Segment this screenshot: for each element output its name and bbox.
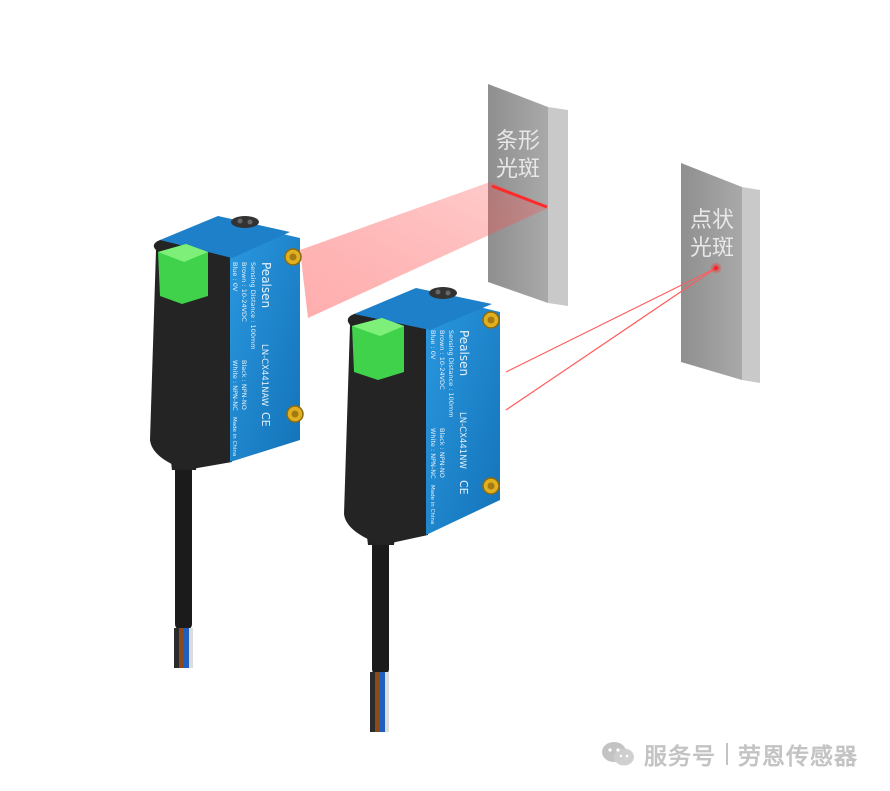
watermark-company: 劳恩传感器 — [738, 744, 858, 770]
cable — [372, 505, 389, 675]
indicator-light — [158, 244, 208, 304]
board-front — [488, 84, 548, 303]
target-board-point-spot: 点状 光斑 — [681, 163, 760, 383]
board-label-line1: 点状 — [690, 208, 734, 233]
sensor-face — [426, 294, 500, 535]
black-wire-label: Black : NPN-NO — [438, 428, 446, 478]
brown-wire-label: Brown : 10-24VDC — [240, 262, 248, 322]
blue-wire-label: Blue : 0V — [429, 330, 437, 360]
brand-label: Pealsen — [259, 262, 273, 308]
sensor-face — [230, 222, 300, 462]
line-laser-beam — [300, 182, 548, 318]
board-side — [548, 107, 568, 306]
watermark: 服务号 劳恩传感器 — [600, 736, 870, 772]
made-label: Made in China — [231, 417, 237, 456]
watermark-divider — [726, 743, 728, 765]
cable — [175, 430, 192, 630]
sensor-right: Pealsen Sensing Distance : 100mm Brown :… — [344, 287, 500, 732]
brand-label: Pealsen — [457, 330, 471, 376]
ce-mark: CE — [259, 412, 272, 427]
model-label: LN-CX441NAW — [259, 344, 269, 407]
point-laser-beam — [505, 262, 722, 411]
sensing-label: Sensing Distance : 100mm — [249, 262, 257, 350]
target-board-line-spot: 条形 光斑 — [488, 84, 568, 306]
made-label: Made in China — [429, 485, 435, 524]
wechat-icon — [602, 742, 634, 766]
watermark-service: 服务号 — [644, 744, 716, 770]
white-wire-label: White : NPN-NC — [231, 360, 239, 411]
brown-wire-label: Brown : 10-24VDC — [438, 330, 446, 390]
blue-wire-label: Blue : 0V — [231, 262, 239, 292]
white-wire-label: White : NPN-NC — [429, 428, 437, 479]
sensor-left: Pealsen Sensing Distance : 100mm Brown :… — [150, 216, 304, 668]
board-label-line2: 光斑 — [496, 157, 540, 182]
model-label: LN-CX441NW — [457, 412, 467, 470]
board-label-line2: 光斑 — [690, 236, 734, 261]
black-wire-label: Black : NPN-NO — [240, 360, 248, 410]
ce-mark: CE — [457, 480, 470, 495]
indicator-light — [352, 318, 404, 380]
board-label-line1: 条形 — [496, 129, 540, 154]
sensing-label: Sensing Distance : 100mm — [447, 330, 455, 418]
board-side — [742, 187, 760, 383]
